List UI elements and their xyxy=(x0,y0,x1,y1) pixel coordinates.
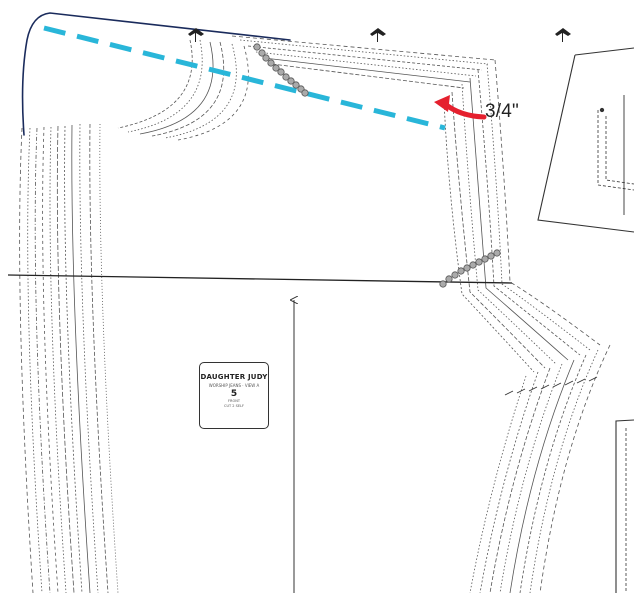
left-side-seam-lines xyxy=(19,123,119,594)
pocket-piece xyxy=(537,47,634,233)
piece-number: 5 xyxy=(230,389,238,399)
piece-line2: CUT 2 SELF xyxy=(224,404,244,408)
red-arrow-icon xyxy=(442,101,487,120)
star-notch-marker xyxy=(555,28,571,42)
crotch-curve-lines xyxy=(443,59,601,373)
knee-notches xyxy=(504,376,598,396)
pocket-curves xyxy=(117,39,249,141)
waist-lines xyxy=(231,35,496,89)
highlight-dashed-line xyxy=(43,25,446,131)
measurement-label: 3/4" xyxy=(485,101,519,122)
bead-chain-lower xyxy=(439,249,501,288)
pattern-piece-label: DAUGHTER JUDY WORSHIP JEANS · VIEW A 5 F… xyxy=(199,362,269,429)
inseam-lines xyxy=(469,344,611,594)
star-notch-marker xyxy=(188,28,204,42)
piece-line1: FRONT xyxy=(228,399,240,403)
red-arrowhead xyxy=(434,95,450,112)
neighbor-piece xyxy=(615,419,634,593)
hip-line xyxy=(7,274,513,284)
pattern-subtitle: WORSHIP JEANS · VIEW A xyxy=(208,383,260,388)
pattern-title: DAUGHTER JUDY xyxy=(200,373,268,381)
star-notch-marker xyxy=(370,28,386,42)
bead-chain-upper xyxy=(253,43,309,97)
